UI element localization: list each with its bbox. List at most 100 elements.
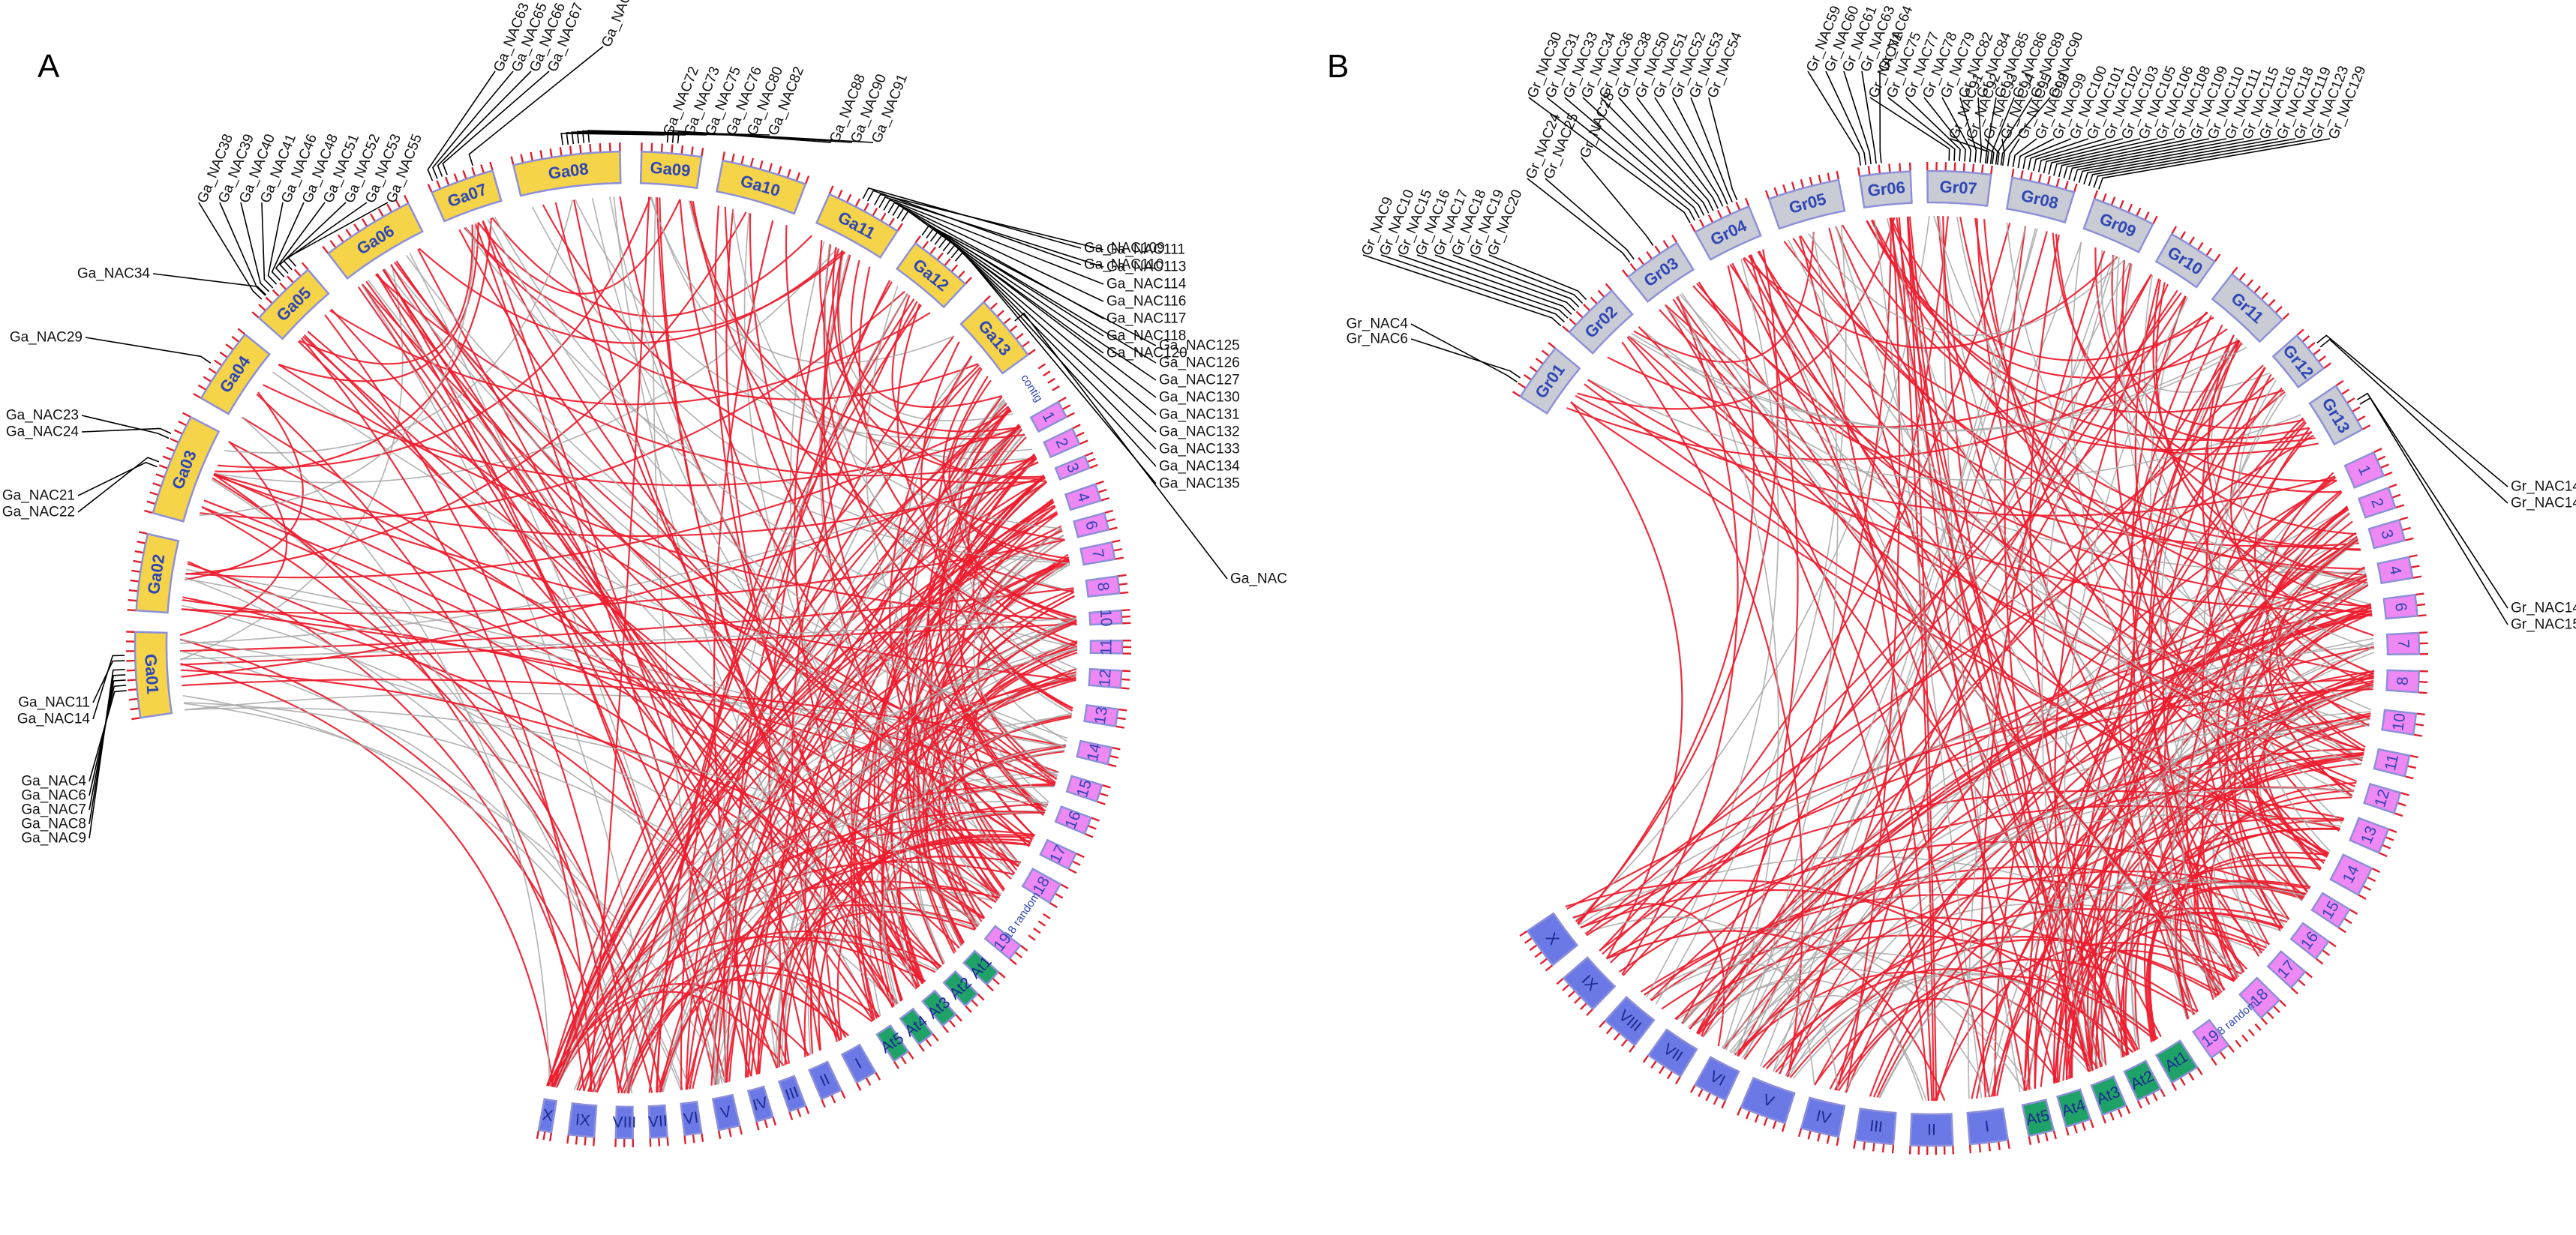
tick-mark xyxy=(2273,1006,2280,1014)
gene-label-line xyxy=(1923,97,1966,162)
tick-mark xyxy=(2028,1136,2032,1145)
synteny-link xyxy=(487,218,1066,748)
synteny-link xyxy=(1749,254,2127,1057)
synteny-link xyxy=(768,280,891,1057)
tick-mark xyxy=(1836,1137,1839,1147)
tick-mark xyxy=(2261,292,2268,300)
tick-mark xyxy=(2407,765,2416,769)
synteny-link xyxy=(1872,751,2364,1098)
tick-mark xyxy=(2073,183,2078,192)
gene-label-line xyxy=(198,202,263,300)
tick-mark xyxy=(138,531,148,535)
tick-mark xyxy=(944,258,951,266)
chromosome-box xyxy=(899,1007,934,1046)
tick-mark xyxy=(1102,784,1111,789)
tick-mark xyxy=(788,1111,794,1120)
gene-label-line xyxy=(1807,70,1862,166)
synteny-link xyxy=(1879,882,2305,1099)
chromosome-box xyxy=(2362,783,2402,814)
tick-mark xyxy=(337,234,344,242)
tick-mark xyxy=(1781,1123,1786,1132)
gene-label: Gr_NAC4 xyxy=(1347,316,1409,332)
synteny-link xyxy=(662,678,1076,1093)
chromosome-box xyxy=(1054,454,1091,481)
synteny-link xyxy=(1743,670,2374,1060)
tick-mark xyxy=(2205,247,2213,256)
tick-mark xyxy=(2052,1130,2057,1140)
tick-mark xyxy=(480,164,485,173)
synteny-link xyxy=(650,196,955,364)
gene-label-line xyxy=(1434,254,1576,311)
tick-mark xyxy=(739,1126,743,1135)
tick-mark xyxy=(2298,979,2306,987)
synteny-link xyxy=(215,217,492,473)
chromosome-box xyxy=(647,1104,668,1139)
gene-label-line xyxy=(2083,138,2279,185)
chromosome-i: I xyxy=(840,1043,881,1091)
tick-mark xyxy=(888,217,895,226)
synteny-link xyxy=(608,196,1021,865)
synteny-link xyxy=(2024,475,2336,1091)
chromosome-n6: 6 xyxy=(1073,509,1118,538)
tick-mark xyxy=(1988,1143,1992,1152)
tick-mark xyxy=(1675,1076,1681,1085)
chromosome-box xyxy=(1029,400,1068,433)
tick-mark xyxy=(225,343,233,350)
gene-label-line xyxy=(2356,392,2508,609)
chromosome-box xyxy=(2381,709,2418,736)
synteny-link xyxy=(2054,283,2169,1072)
tick-mark xyxy=(1662,240,1669,248)
gene-label-line xyxy=(1967,138,1995,165)
gene-label: Ga_NAC135 xyxy=(1159,476,1240,492)
chromosome-gr11: Gr11 xyxy=(2211,266,2290,343)
chromosome-box xyxy=(537,1098,558,1134)
tick-mark xyxy=(1076,431,1085,437)
synteny-link xyxy=(659,645,1078,1093)
chromosome-label: VII xyxy=(647,1113,668,1132)
tick-mark xyxy=(1047,377,1055,384)
chromosome-box xyxy=(2329,853,2373,896)
tick-mark xyxy=(2316,958,2324,965)
synteny-link xyxy=(715,511,1058,1085)
synteny-link xyxy=(179,440,288,637)
tick-mark xyxy=(287,275,294,283)
chromosome-box xyxy=(1021,867,1062,904)
chromosome-box xyxy=(1519,346,1581,415)
synteny-link xyxy=(913,480,1047,931)
gene-label: Ga_NAC22 xyxy=(2,505,75,520)
tick-mark xyxy=(272,289,280,297)
gene-label: Ga_NAC23 xyxy=(6,408,79,424)
synteny-link xyxy=(542,204,1046,484)
synteny-link xyxy=(821,254,1000,899)
chromosome-label: Ga09 xyxy=(650,158,692,181)
chromosome-gr13: Gr13 xyxy=(2308,379,2371,446)
gene-label-line xyxy=(1470,254,1584,304)
tick-mark xyxy=(549,1132,553,1141)
tick-mark xyxy=(1569,318,1577,325)
tick-mark xyxy=(575,1136,578,1145)
gene-label: Ga_NAC118 xyxy=(1106,328,1186,344)
tick-mark xyxy=(671,144,674,153)
chromosome-box xyxy=(2082,197,2154,253)
chromosome-n13: 13 xyxy=(2348,817,2397,858)
chromosome-label: 18 random xyxy=(1002,889,1043,941)
tick-mark xyxy=(2188,236,2195,244)
tick-mark xyxy=(1613,1033,1620,1041)
synteny-link xyxy=(201,506,942,967)
tick-mark xyxy=(436,180,441,189)
tick-mark xyxy=(1115,725,1125,729)
chromosome-box xyxy=(1604,996,1656,1047)
gene-label-line xyxy=(1941,97,1972,163)
gene-label: Gr_NAC151 xyxy=(2511,617,2576,633)
tick-mark xyxy=(2385,836,2394,841)
tick-mark xyxy=(772,1117,777,1126)
chromosome-ga13: Ga13 xyxy=(959,295,1036,375)
tick-mark xyxy=(1115,556,1124,560)
tick-mark xyxy=(128,598,137,602)
synteny-link xyxy=(1874,219,1983,1099)
tick-mark xyxy=(1548,341,1556,349)
tick-mark xyxy=(2137,1100,2142,1109)
tick-mark xyxy=(932,1033,939,1042)
synteny-link xyxy=(213,473,585,1092)
chromosome-label: Ga01 xyxy=(141,653,162,694)
